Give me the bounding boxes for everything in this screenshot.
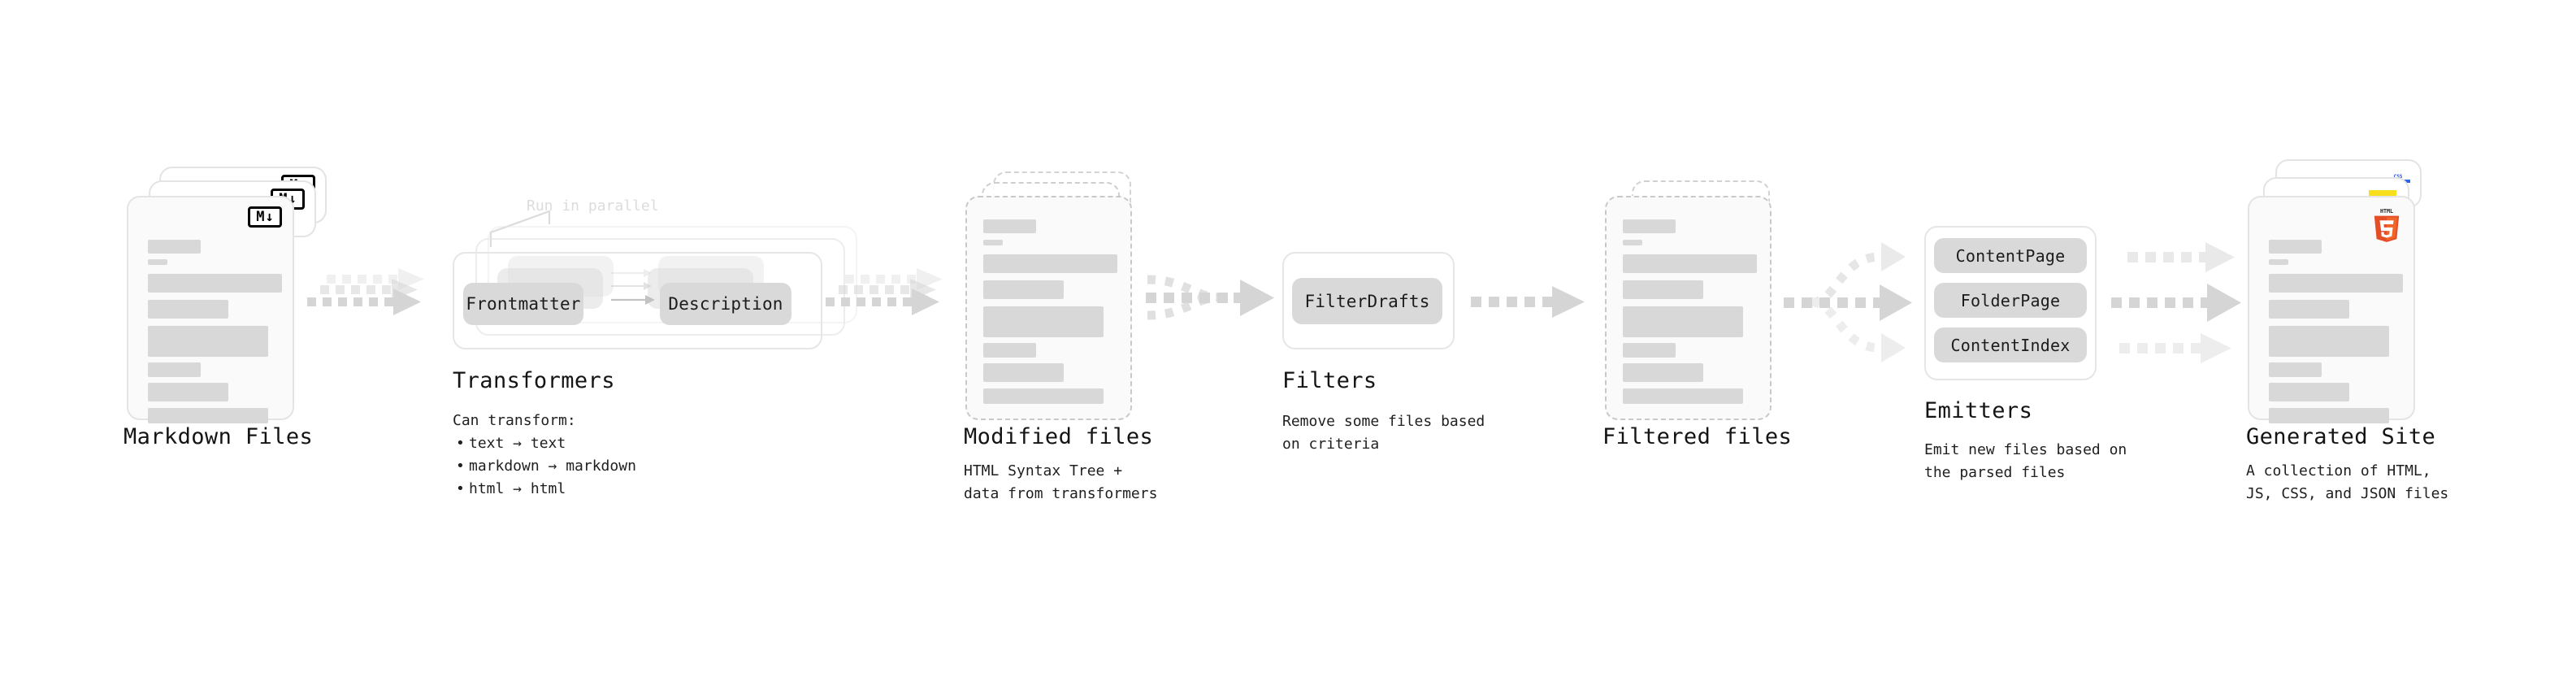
arrow-markdown-to-transformers	[302, 268, 432, 341]
skeleton-line	[1623, 280, 1703, 299]
filters-description: Remove some files based on criteria	[1282, 413, 1485, 453]
skeleton-line	[2269, 300, 2349, 319]
generated-file-card-html: HTML	[2248, 196, 2415, 423]
transformers-description: Can transform: text → text markdown → ma…	[453, 410, 721, 501]
transformer-pill-frontmatter[interactable]: Frontmatter	[463, 283, 583, 325]
skeleton-line	[2269, 408, 2389, 423]
skeleton-line	[2269, 274, 2403, 293]
skeleton-line	[983, 306, 1104, 337]
emitter-pill-contentindex[interactable]: ContentIndex	[1934, 327, 2087, 362]
generated-site-title: Generated Site	[2246, 424, 2436, 449]
run-in-parallel-label: Run in parallel	[527, 197, 659, 215]
skeleton-line	[148, 408, 268, 423]
svg-text:HTML: HTML	[2380, 208, 2393, 215]
arrow-filters-to-filtered	[1471, 286, 1593, 327]
transformer-pill-description[interactable]: Description	[660, 283, 791, 325]
skeleton-line	[983, 280, 1064, 299]
modified-files-description: HTML Syntax Tree + data from transformer…	[964, 462, 1158, 502]
skeleton-line	[148, 383, 228, 401]
transformer-group-front	[453, 252, 822, 349]
filtered-file-card-front	[1605, 196, 1772, 420]
modified-file-card-front	[965, 196, 1132, 420]
modified-files-title: Modified files	[964, 424, 1154, 449]
emitter-pill-folderpage[interactable]: FolderPage	[1934, 283, 2087, 318]
skeleton-line	[983, 240, 1003, 245]
filters-group-box	[1282, 252, 1455, 349]
transformers-bullet: html → html	[456, 478, 721, 501]
transformers-bullet: text → text	[456, 432, 721, 455]
transformers-bullet: markdown → markdown	[456, 455, 721, 478]
skeleton-line	[2269, 326, 2389, 357]
markdown-letter: M	[256, 208, 265, 225]
markdown-arrow-glyph: ↓	[265, 208, 274, 225]
skeleton-line	[2269, 362, 2322, 377]
markdown-files-title: Markdown Files	[124, 424, 314, 449]
skeleton-line	[983, 343, 1036, 358]
skeleton-line	[1623, 219, 1676, 233]
skeleton-line	[1623, 254, 1757, 273]
skeleton-line	[2269, 240, 2322, 254]
emitter-pill-contentpage[interactable]: ContentPage	[1934, 238, 2087, 273]
markdown-icon: M↓	[248, 206, 282, 228]
skeleton-line	[1623, 240, 1642, 245]
skeleton-line	[2269, 259, 2288, 265]
skeleton-line	[983, 219, 1036, 233]
html5-icon: HTML	[2371, 206, 2402, 244]
markdown-file-card-front: M↓	[127, 196, 294, 423]
emitters-group-box	[1924, 226, 2097, 380]
skeleton-line	[148, 259, 167, 265]
arrow-modified-to-filters	[1138, 262, 1284, 351]
filters-title: Filters	[1282, 368, 1377, 393]
filtered-files-title: Filtered files	[1602, 424, 1793, 449]
skeleton-line	[148, 326, 268, 357]
markdown-arrow-glyph: ↓	[288, 190, 297, 207]
emitters-title: Emitters	[1924, 398, 2033, 423]
emitters-description: Emit new files based on the parsed files	[1924, 441, 2127, 481]
arrow-emitters-to-site	[2105, 229, 2259, 375]
skeleton-line	[1623, 363, 1703, 382]
skeleton-line	[148, 362, 201, 377]
arrow-filtered-to-emitters	[1776, 229, 1930, 375]
skeleton-line	[148, 300, 228, 319]
skeleton-line	[983, 254, 1117, 273]
filter-pill-filterdrafts[interactable]: FilterDrafts	[1292, 278, 1442, 324]
generated-site-description: A collection of HTML, JS, CSS, and JSON …	[2246, 462, 2449, 502]
skeleton-line	[1623, 306, 1743, 337]
transformers-bullet-list: text → text markdown → markdown html → h…	[453, 432, 721, 501]
skeleton-line	[983, 363, 1064, 382]
css-label: CSS	[2394, 175, 2403, 180]
transformers-lead: Can transform:	[453, 412, 576, 429]
skeleton-line	[2269, 383, 2349, 401]
skeleton-line	[1623, 388, 1743, 404]
skeleton-line	[148, 274, 282, 293]
transformers-title: Transformers	[453, 368, 615, 393]
skeleton-line	[1623, 343, 1676, 358]
skeleton-line	[148, 240, 201, 254]
skeleton-line	[983, 388, 1104, 404]
